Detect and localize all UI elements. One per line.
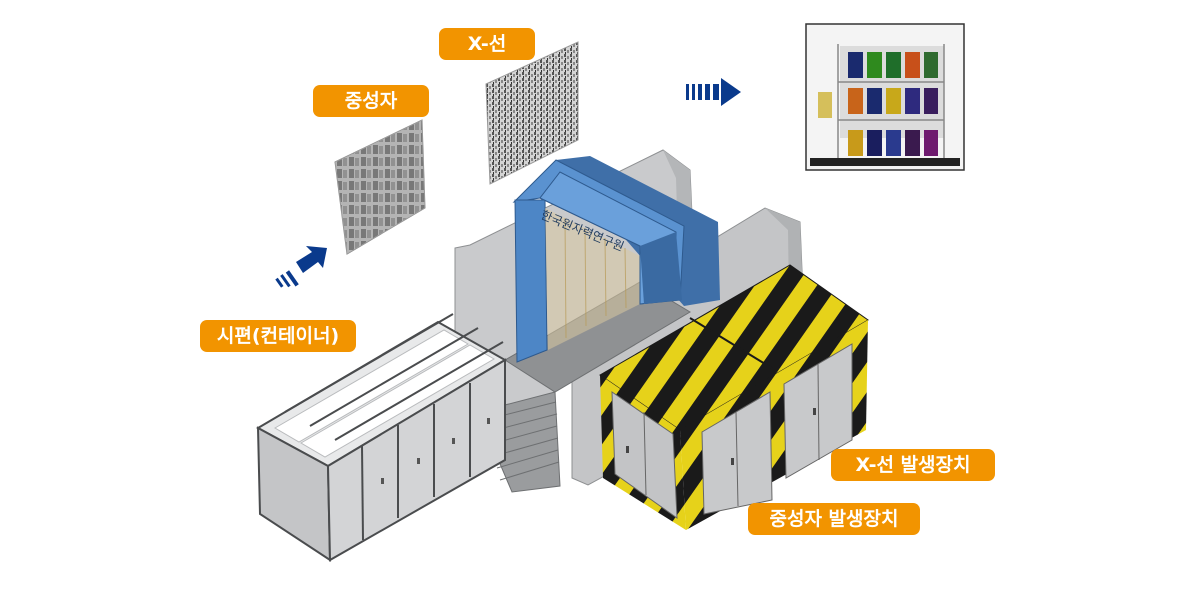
xray-gantry: 한국원자력연구원 (512, 156, 720, 363)
label-xray-generator: X-선 발생장치 (831, 449, 995, 481)
label-neutron-generator: 중성자 발생장치 (748, 503, 920, 535)
label-xray-image: X-선 (439, 28, 535, 60)
xray-detector-image (485, 41, 579, 185)
generator-units (599, 264, 869, 530)
arrow-diagonal-icon (275, 246, 327, 288)
label-neutron-image: 중성자 (313, 85, 429, 117)
arrow-right-icon (686, 78, 741, 106)
neutron-detector-image (334, 119, 426, 255)
sample-container (255, 313, 507, 562)
fused-result-image (805, 23, 965, 171)
label-sample-container: 시편(컨테이너) (200, 320, 356, 352)
